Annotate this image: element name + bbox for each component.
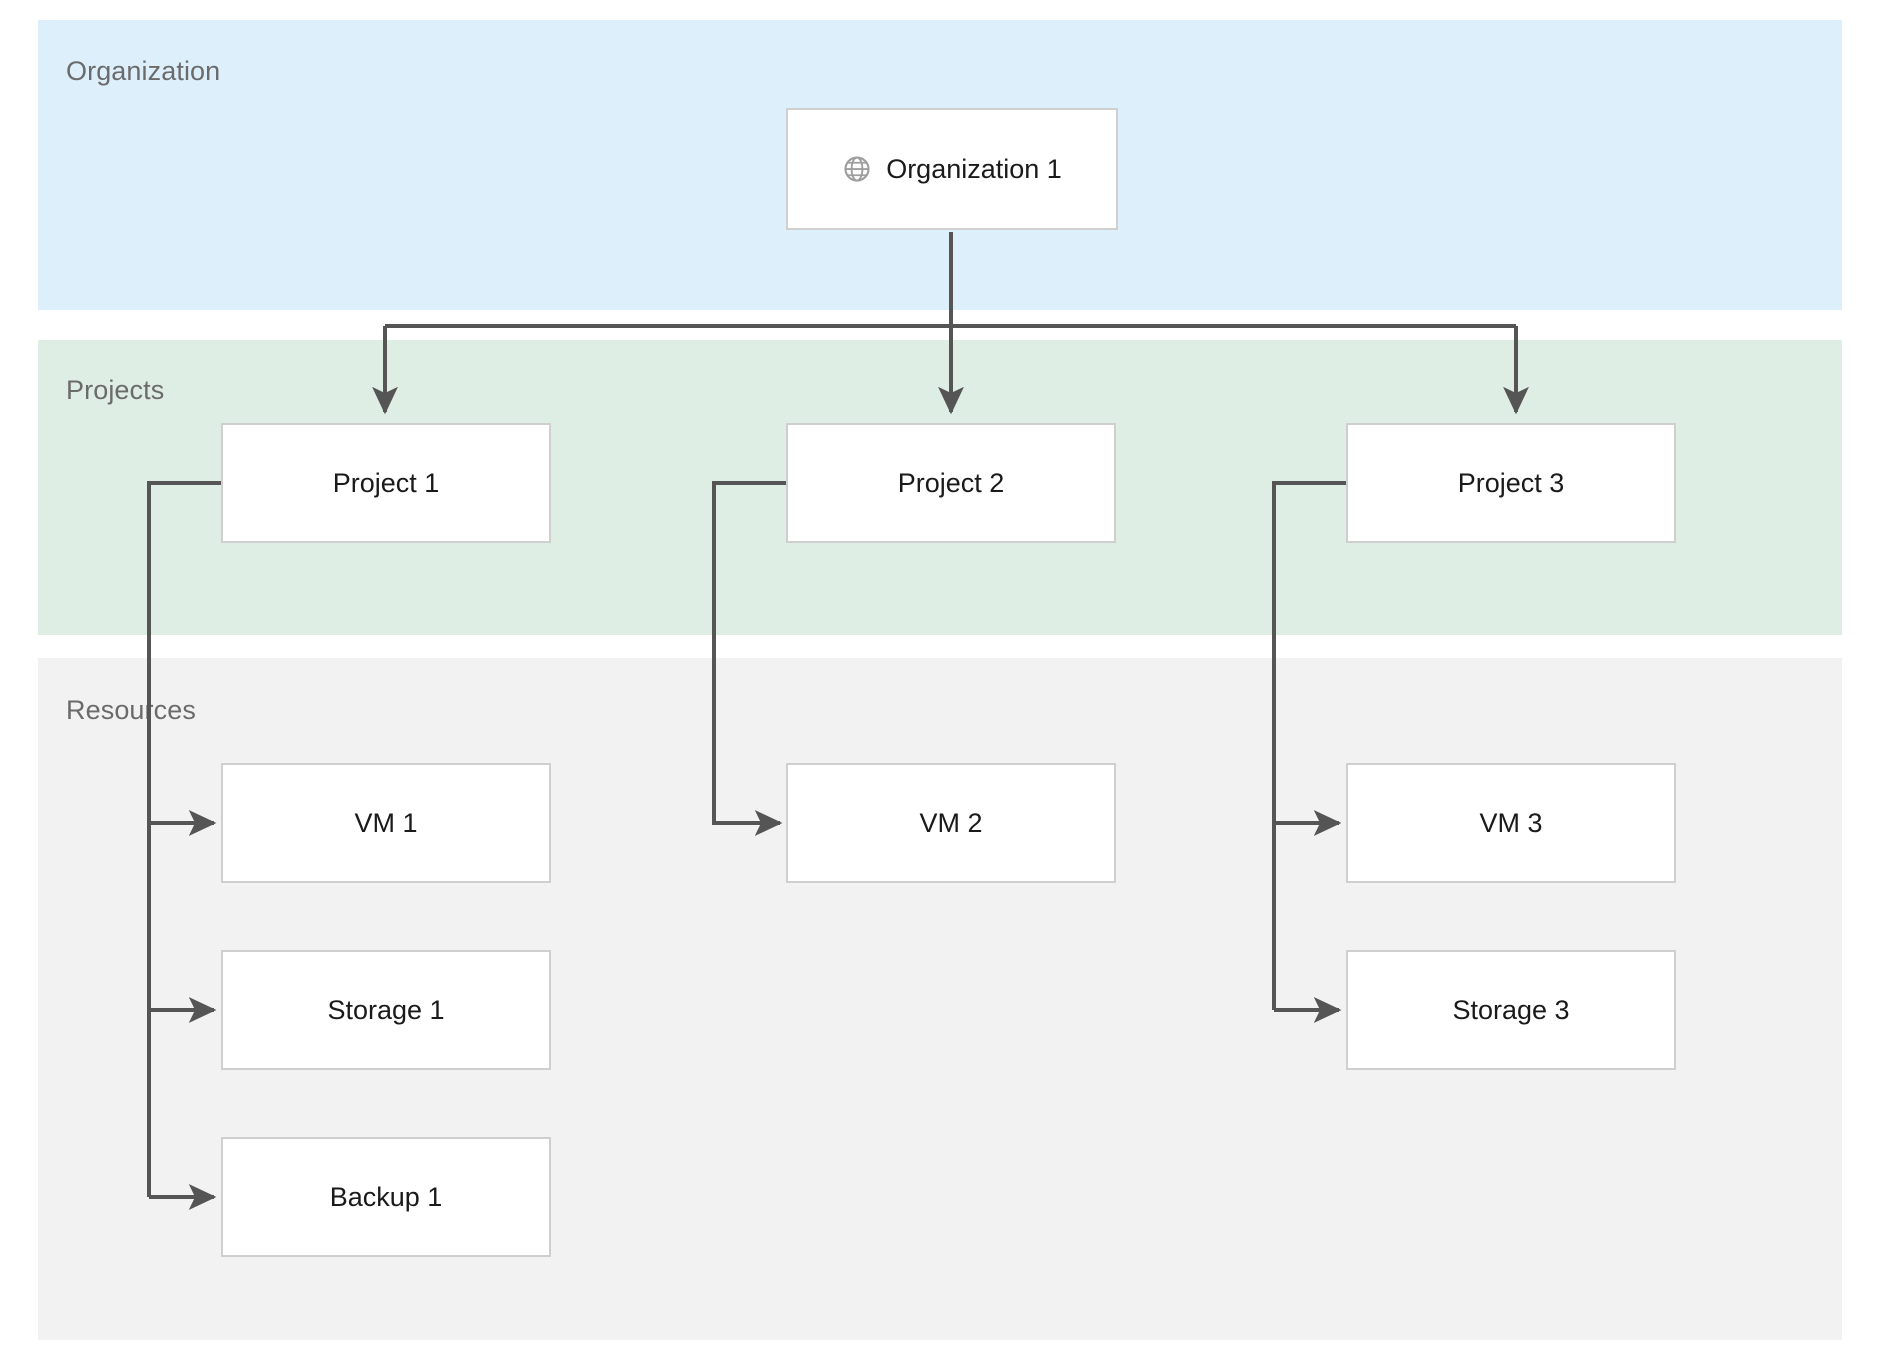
node-project-3[interactable]: Project 3: [1346, 423, 1676, 543]
node-backup-1[interactable]: Backup 1: [221, 1137, 551, 1257]
node-label: Backup 1: [329, 1181, 443, 1212]
node-vm-1[interactable]: VM 1: [221, 763, 551, 883]
node-vm-2[interactable]: VM 2: [786, 763, 1116, 883]
node-label: Project 1: [332, 467, 440, 498]
band-label-resources: Resources: [66, 695, 196, 725]
band-label-projects: Projects: [66, 375, 165, 405]
node-label: Project 2: [897, 467, 1005, 498]
node-project-2[interactable]: Project 2: [786, 423, 1116, 543]
band-label-organization: Organization: [66, 56, 221, 86]
globe-icon: [842, 154, 872, 184]
node-storage-1[interactable]: Storage 1: [221, 950, 551, 1070]
node-label: VM 1: [354, 807, 418, 838]
node-label: Storage 3: [1452, 994, 1570, 1025]
node-vm-3[interactable]: VM 3: [1346, 763, 1676, 883]
node-project-1[interactable]: Project 1: [221, 423, 551, 543]
node-label: VM 2: [919, 807, 983, 838]
node-label: VM 3: [1479, 807, 1543, 838]
node-organization-1[interactable]: Organization 1: [786, 108, 1118, 230]
node-label: Storage 1: [327, 994, 445, 1025]
node-label: Project 3: [1457, 467, 1565, 498]
node-storage-3[interactable]: Storage 3: [1346, 950, 1676, 1070]
node-label: Organization 1: [886, 153, 1062, 184]
